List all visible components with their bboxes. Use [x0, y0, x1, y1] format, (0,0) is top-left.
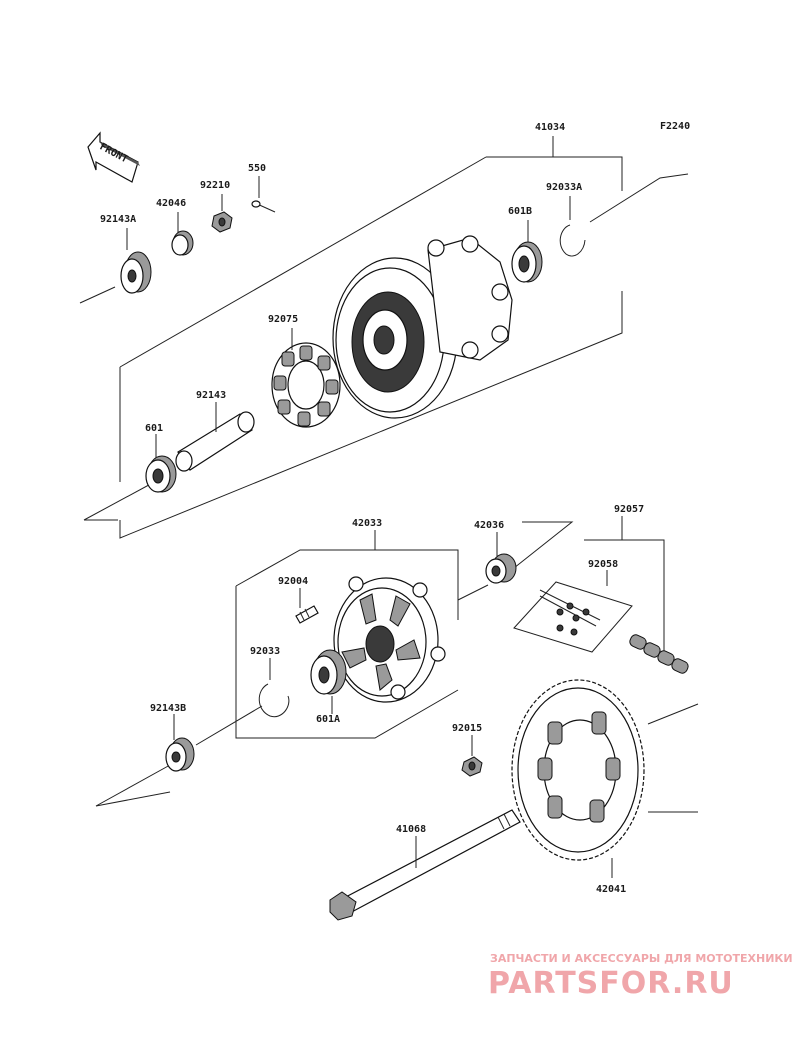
label-42033: 42033 [352, 518, 382, 529]
collar-92143a [120, 228, 152, 294]
label-41034: 41034 [535, 122, 565, 133]
label-92057: 92057 [614, 504, 644, 515]
label-92033a: 92033A [546, 182, 582, 193]
bearing-601b [511, 220, 543, 283]
damper-92075 [271, 328, 341, 428]
label-601b: 601B [508, 206, 532, 217]
label-601a: 601A [316, 714, 340, 725]
circlip-92033 [258, 658, 290, 718]
label-42041: 42041 [596, 884, 626, 895]
label-92033: 92033 [250, 646, 280, 657]
label-92210: 92210 [200, 180, 230, 191]
label-92058: 92058 [588, 559, 618, 570]
wheel-hub-41034 [332, 235, 513, 419]
label-41068: 41068 [396, 824, 426, 835]
label-92015: 92015 [452, 723, 482, 734]
bearing-601a [310, 649, 347, 714]
watermark-logo: PARTSFOR.RU [488, 966, 734, 1001]
cotter-pin-550 [251, 176, 276, 213]
nut-92210 [211, 194, 233, 233]
rear-sprocket-42041 [511, 679, 699, 878]
label-550: 550 [248, 163, 266, 174]
circlip-92033a [559, 196, 586, 257]
hub-assembly-frame [79, 136, 689, 539]
front-arrow-icon: FRONT [87, 131, 140, 183]
drive-chain-92057 [513, 516, 689, 674]
bearing-601 [145, 434, 177, 493]
stud-92004 [295, 588, 319, 624]
collar-tube-92143 [175, 402, 255, 472]
label-42036: 42036 [474, 520, 504, 531]
coupling-assembly-frame [95, 521, 574, 807]
sprocket-coupling-42033 [333, 576, 446, 703]
washer-42046 [171, 212, 194, 256]
label-92004: 92004 [278, 576, 308, 587]
label-92143a: 92143A [100, 214, 136, 225]
watermark-tagline: ЗАПЧАСТИ И АКСЕССУАРЫ ДЛЯ МОТОТЕХНИКИ [490, 952, 793, 965]
collar-42036 [485, 532, 517, 584]
label-92143: 92143 [196, 390, 226, 401]
figure-code: F2240 [660, 121, 690, 132]
collar-92143b [165, 714, 195, 772]
label-92075: 92075 [268, 314, 298, 325]
label-42046: 42046 [156, 198, 186, 209]
nut-92015 [461, 735, 483, 777]
axle-41068 [329, 809, 521, 921]
label-92143b: 92143B [150, 703, 186, 714]
label-601: 601 [145, 423, 163, 434]
